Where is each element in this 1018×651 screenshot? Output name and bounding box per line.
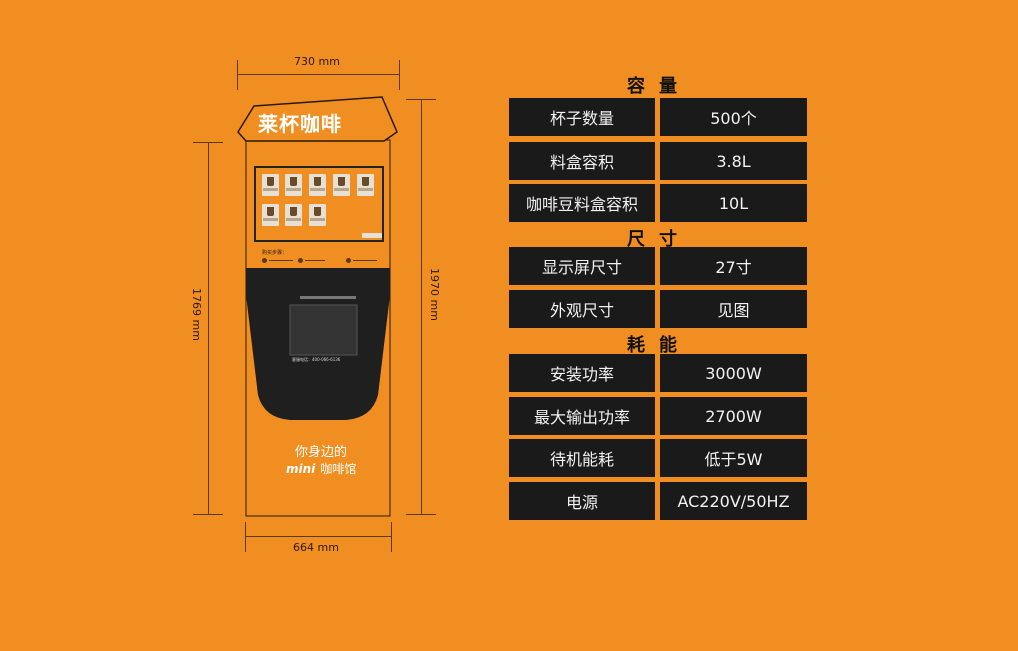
purchase-steps-label: 购买步骤： <box>262 250 288 256</box>
touch-screen[interactable] <box>254 166 384 242</box>
step-dot-icon <box>346 258 351 263</box>
spec-value: AC220V/50HZ <box>660 482 807 520</box>
drink-tile[interactable] <box>357 174 374 196</box>
screen-bottom-badge <box>362 233 382 238</box>
spec-label: 杯子数量 <box>509 98 655 136</box>
spec-value: 2700W <box>660 397 807 435</box>
spec-label: 料盒容积 <box>509 142 655 180</box>
spec-value: 10L <box>660 184 807 222</box>
drink-tile[interactable] <box>309 204 326 226</box>
spec-value: 27寸 <box>660 247 807 285</box>
top-width-label: 730 mm <box>294 55 340 68</box>
section-title-size: 尺寸 <box>627 229 691 250</box>
drink-tile[interactable] <box>333 174 350 196</box>
spec-value: 见图 <box>660 290 807 328</box>
purchase-steps-row <box>262 258 382 264</box>
section-title-capacity: 容量 <box>627 76 691 97</box>
drink-tile[interactable] <box>285 204 302 226</box>
slogan-mini: mini <box>286 462 316 476</box>
spec-value: 500个 <box>660 98 807 136</box>
service-phone: 客服电话：400-066-6136 <box>292 357 341 362</box>
spec-label: 电源 <box>509 482 655 520</box>
slogan-cafe: 咖啡馆 <box>320 462 357 476</box>
step-dot-icon <box>298 258 303 263</box>
scan-instruction <box>300 296 356 299</box>
spec-value: 3000W <box>660 354 807 392</box>
bottom-width-label: 664 mm <box>293 541 339 554</box>
spec-label: 安装功率 <box>509 354 655 392</box>
brand-logo: 莱杯咖啡 <box>258 112 342 136</box>
spec-label: 最大输出功率 <box>509 397 655 435</box>
drink-tile[interactable] <box>262 174 279 196</box>
slogan-line1: 你身边的 <box>295 445 348 460</box>
drink-tile[interactable] <box>309 174 326 196</box>
section-title-energy: 耗能 <box>627 335 691 356</box>
drink-tile[interactable] <box>285 174 302 196</box>
spec-label: 显示屏尺寸 <box>509 247 655 285</box>
spec-label: 外观尺寸 <box>509 290 655 328</box>
step-dot-icon <box>262 258 267 263</box>
spec-value: 低于5W <box>660 439 807 477</box>
spec-value: 3.8L <box>660 142 807 180</box>
spec-label: 咖啡豆料盒容积 <box>509 184 655 222</box>
drink-tile[interactable] <box>262 204 279 226</box>
spec-label: 待机能耗 <box>509 439 655 477</box>
slogan-line2-group: mini 咖啡馆 <box>286 458 356 477</box>
